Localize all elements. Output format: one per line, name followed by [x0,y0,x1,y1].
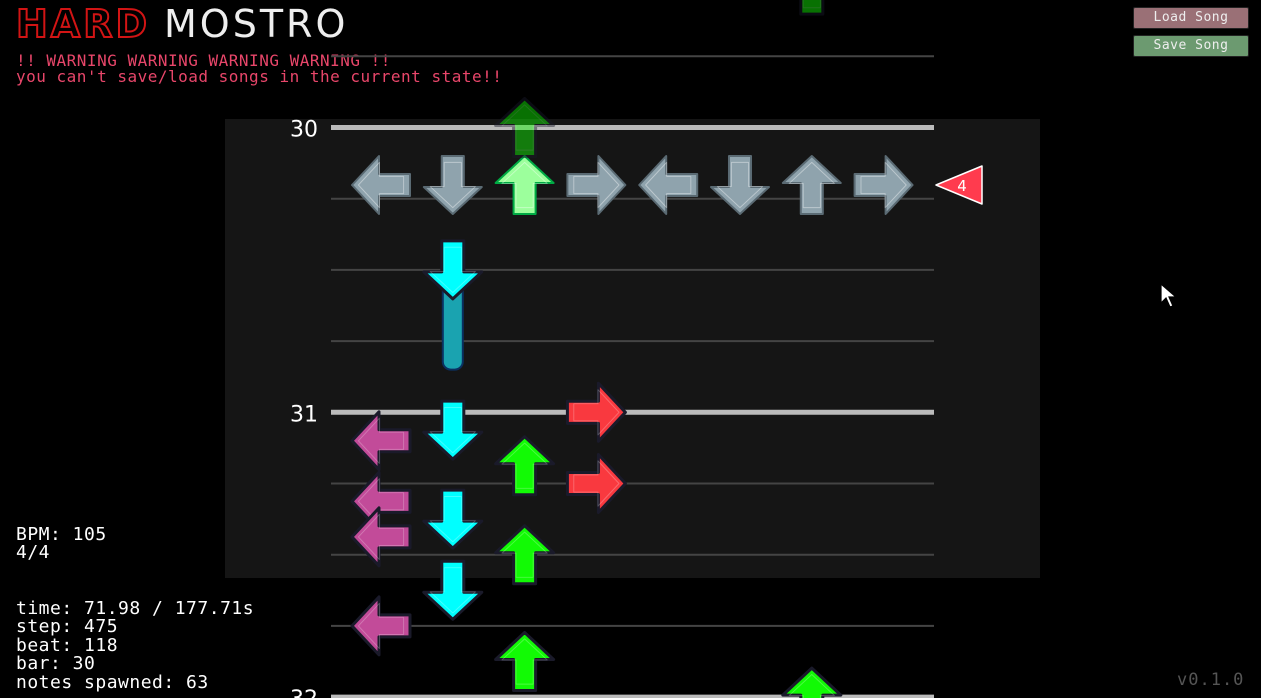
receptor-up-arrow-icon [494,155,555,215]
receptor-up-arrow-icon [781,155,842,215]
version-label: v0.1.0 [1177,670,1245,690]
song-name: MOSTRO [164,2,349,46]
time-signature-readout: 4/4 [16,542,51,563]
step-readout: step: 475 [16,616,119,637]
beat-readout: beat: 118 [16,635,119,656]
note-right-arrow-icon[interactable] [565,453,627,514]
bar-number-label: 30 [290,118,318,143]
note-left-arrow-icon[interactable] [350,470,412,532]
snap-marker-label: 4 [957,177,967,195]
bpm-readout: BPM: 105 [16,524,107,545]
time-readout: time: 71.98 / 177.71s [16,598,255,619]
receptor-right-arrow-icon [853,155,914,215]
mouse-cursor-icon [1160,283,1178,308]
song-title: HARD MOSTRO [15,1,349,47]
note-up-arrow-icon[interactable] [494,631,556,692]
note-up-arrow-icon[interactable] [494,435,556,497]
note-up-arrow-icon[interactable] [781,666,843,698]
note-down-arrow-icon[interactable] [422,399,484,461]
note-down-arrow-icon[interactable] [422,559,484,621]
notes-spawned-readout: notes spawned: 63 [16,672,209,693]
save-song-button[interactable]: Save Song [1133,35,1249,57]
note-up-arrow-icon[interactable] [494,97,556,158]
bar-number-label: 31 [290,402,318,427]
bar-readout: bar: 30 [16,653,96,674]
receptor-left-arrow-icon [351,155,411,215]
note-up-arrow-icon[interactable] [783,0,841,16]
difficulty-label: HARD [15,1,151,47]
receptor-left-arrow-icon [638,155,699,215]
receptor-right-arrow-icon [566,155,627,215]
warning-detail: you can't save/load songs in the current… [16,67,503,86]
note-left-arrow-icon[interactable] [350,595,412,657]
note-down-arrow-icon[interactable] [422,488,484,550]
warning-text: !! WARNING WARNING WARNING WARNING !! [16,51,391,70]
note-left-arrow-icon[interactable] [350,410,412,472]
receptor-down-arrow-icon [710,155,770,215]
note-right-arrow-icon[interactable] [565,381,627,443]
bar-number-label: 32 [290,687,318,698]
snap-marker: 4 [935,165,983,205]
note-left-arrow-icon[interactable] [350,506,412,568]
note-down-arrow-icon[interactable] [422,239,484,301]
receptor-down-arrow-icon [422,155,483,215]
load-song-button[interactable]: Load Song [1133,7,1249,29]
note-up-arrow-icon[interactable] [494,524,556,586]
